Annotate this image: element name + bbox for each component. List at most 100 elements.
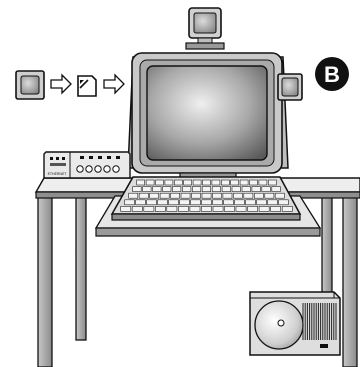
keyboard-key xyxy=(120,206,132,212)
monitor xyxy=(127,52,289,180)
small-window-icon xyxy=(277,73,303,101)
keyboard-key xyxy=(212,199,223,206)
keyboard-key xyxy=(124,199,135,206)
device-led xyxy=(80,156,84,159)
keyboard-key xyxy=(201,192,212,199)
keyboard-key xyxy=(190,199,201,206)
keyboard-key xyxy=(142,186,152,192)
keyboard-key xyxy=(249,179,258,186)
keyboard-key xyxy=(278,199,289,206)
speaker-grille xyxy=(302,303,337,340)
keyboard-key xyxy=(221,186,231,192)
keyboard-key xyxy=(256,199,267,206)
keyboard-key xyxy=(221,179,230,186)
keyboard-key xyxy=(136,179,145,186)
small-window-icon xyxy=(185,7,225,50)
keyboard-key xyxy=(128,192,139,199)
keyboard-key xyxy=(132,186,142,192)
keyboard-key xyxy=(245,199,256,206)
device-led xyxy=(107,156,111,159)
keyboard-key xyxy=(179,199,190,206)
keyboard-key xyxy=(149,192,160,199)
device-label: ETHERNET xyxy=(48,172,68,176)
section-badge: B xyxy=(315,57,349,91)
keyboard-key xyxy=(251,186,261,192)
device-port xyxy=(94,165,102,173)
keyboard-key xyxy=(267,199,278,206)
keyboard-key xyxy=(247,206,259,212)
keyboard-key xyxy=(258,179,268,186)
keyboard-key xyxy=(131,206,143,212)
keyboard-key xyxy=(234,199,245,206)
keyboard-key xyxy=(211,179,221,186)
arrow-right-icon xyxy=(103,73,125,95)
small-window-icon xyxy=(15,70,45,100)
keyboard-keys xyxy=(120,179,293,212)
network-device: ETHERNET xyxy=(43,151,131,179)
keyboard-key xyxy=(168,199,179,206)
badge-label: B xyxy=(324,62,340,87)
keyboard-key xyxy=(135,199,146,206)
keyboard-key xyxy=(233,192,243,199)
keyboard-key xyxy=(170,192,181,199)
keyboard-key xyxy=(138,192,149,199)
keyboard-key xyxy=(192,186,202,192)
arrow-right-icon xyxy=(50,73,72,95)
keyboard-key xyxy=(159,192,170,199)
keyboard-key xyxy=(281,206,293,212)
table-leg-front-right xyxy=(342,196,358,367)
keyboard-key xyxy=(274,192,285,199)
keyboard-key xyxy=(230,179,239,186)
keyboard-key xyxy=(211,186,221,192)
keyboard-key xyxy=(145,179,155,186)
keyboard-key xyxy=(258,206,270,212)
keyboard-key xyxy=(155,179,164,186)
monitor-screen xyxy=(146,65,268,161)
keyboard-key xyxy=(172,186,182,192)
keyboard-key xyxy=(223,199,234,206)
floor-speaker xyxy=(249,291,341,356)
device-port xyxy=(112,165,120,173)
keyboard-key xyxy=(192,179,202,186)
keyboard-key xyxy=(146,199,157,206)
table-leg-front-left xyxy=(37,196,53,367)
keyboard-key xyxy=(222,192,233,199)
table-leg-back-left xyxy=(75,192,87,341)
keyboard-key xyxy=(243,192,254,199)
keyboard-key xyxy=(166,206,178,212)
keyboard-key xyxy=(239,179,249,186)
device-port xyxy=(85,165,93,173)
keyboard-key xyxy=(270,206,282,212)
document-icon xyxy=(77,75,97,97)
device-led xyxy=(98,156,102,159)
keyboard-key xyxy=(191,192,201,199)
keyboard-key xyxy=(264,192,275,199)
keyboard-key xyxy=(261,186,271,192)
keyboard-key xyxy=(235,206,247,212)
device-port xyxy=(103,165,111,173)
keyboard-key xyxy=(201,199,212,206)
keyboard-key xyxy=(202,179,211,186)
keyboard-key xyxy=(271,186,281,192)
keyboard-key xyxy=(157,199,168,206)
keyboard-key xyxy=(183,179,192,186)
device-led xyxy=(116,156,120,159)
table-leg-back-right xyxy=(321,192,333,294)
keyboard-key xyxy=(201,206,212,212)
device-led xyxy=(89,156,93,159)
keyboard-key xyxy=(182,186,192,192)
keyboard-key xyxy=(174,179,183,186)
device-ports xyxy=(76,156,120,173)
keyboard xyxy=(110,176,302,221)
keyboard-key xyxy=(241,186,251,192)
keyboard-key xyxy=(143,206,155,212)
keyboard-key xyxy=(212,206,224,212)
keyboard-key xyxy=(180,192,191,199)
keyboard-key xyxy=(224,206,235,212)
keyboard-key xyxy=(189,206,201,212)
keyboard-key xyxy=(231,186,241,192)
keyboard-key xyxy=(152,186,162,192)
keyboard-key xyxy=(178,206,189,212)
keyboard-key xyxy=(267,179,277,186)
